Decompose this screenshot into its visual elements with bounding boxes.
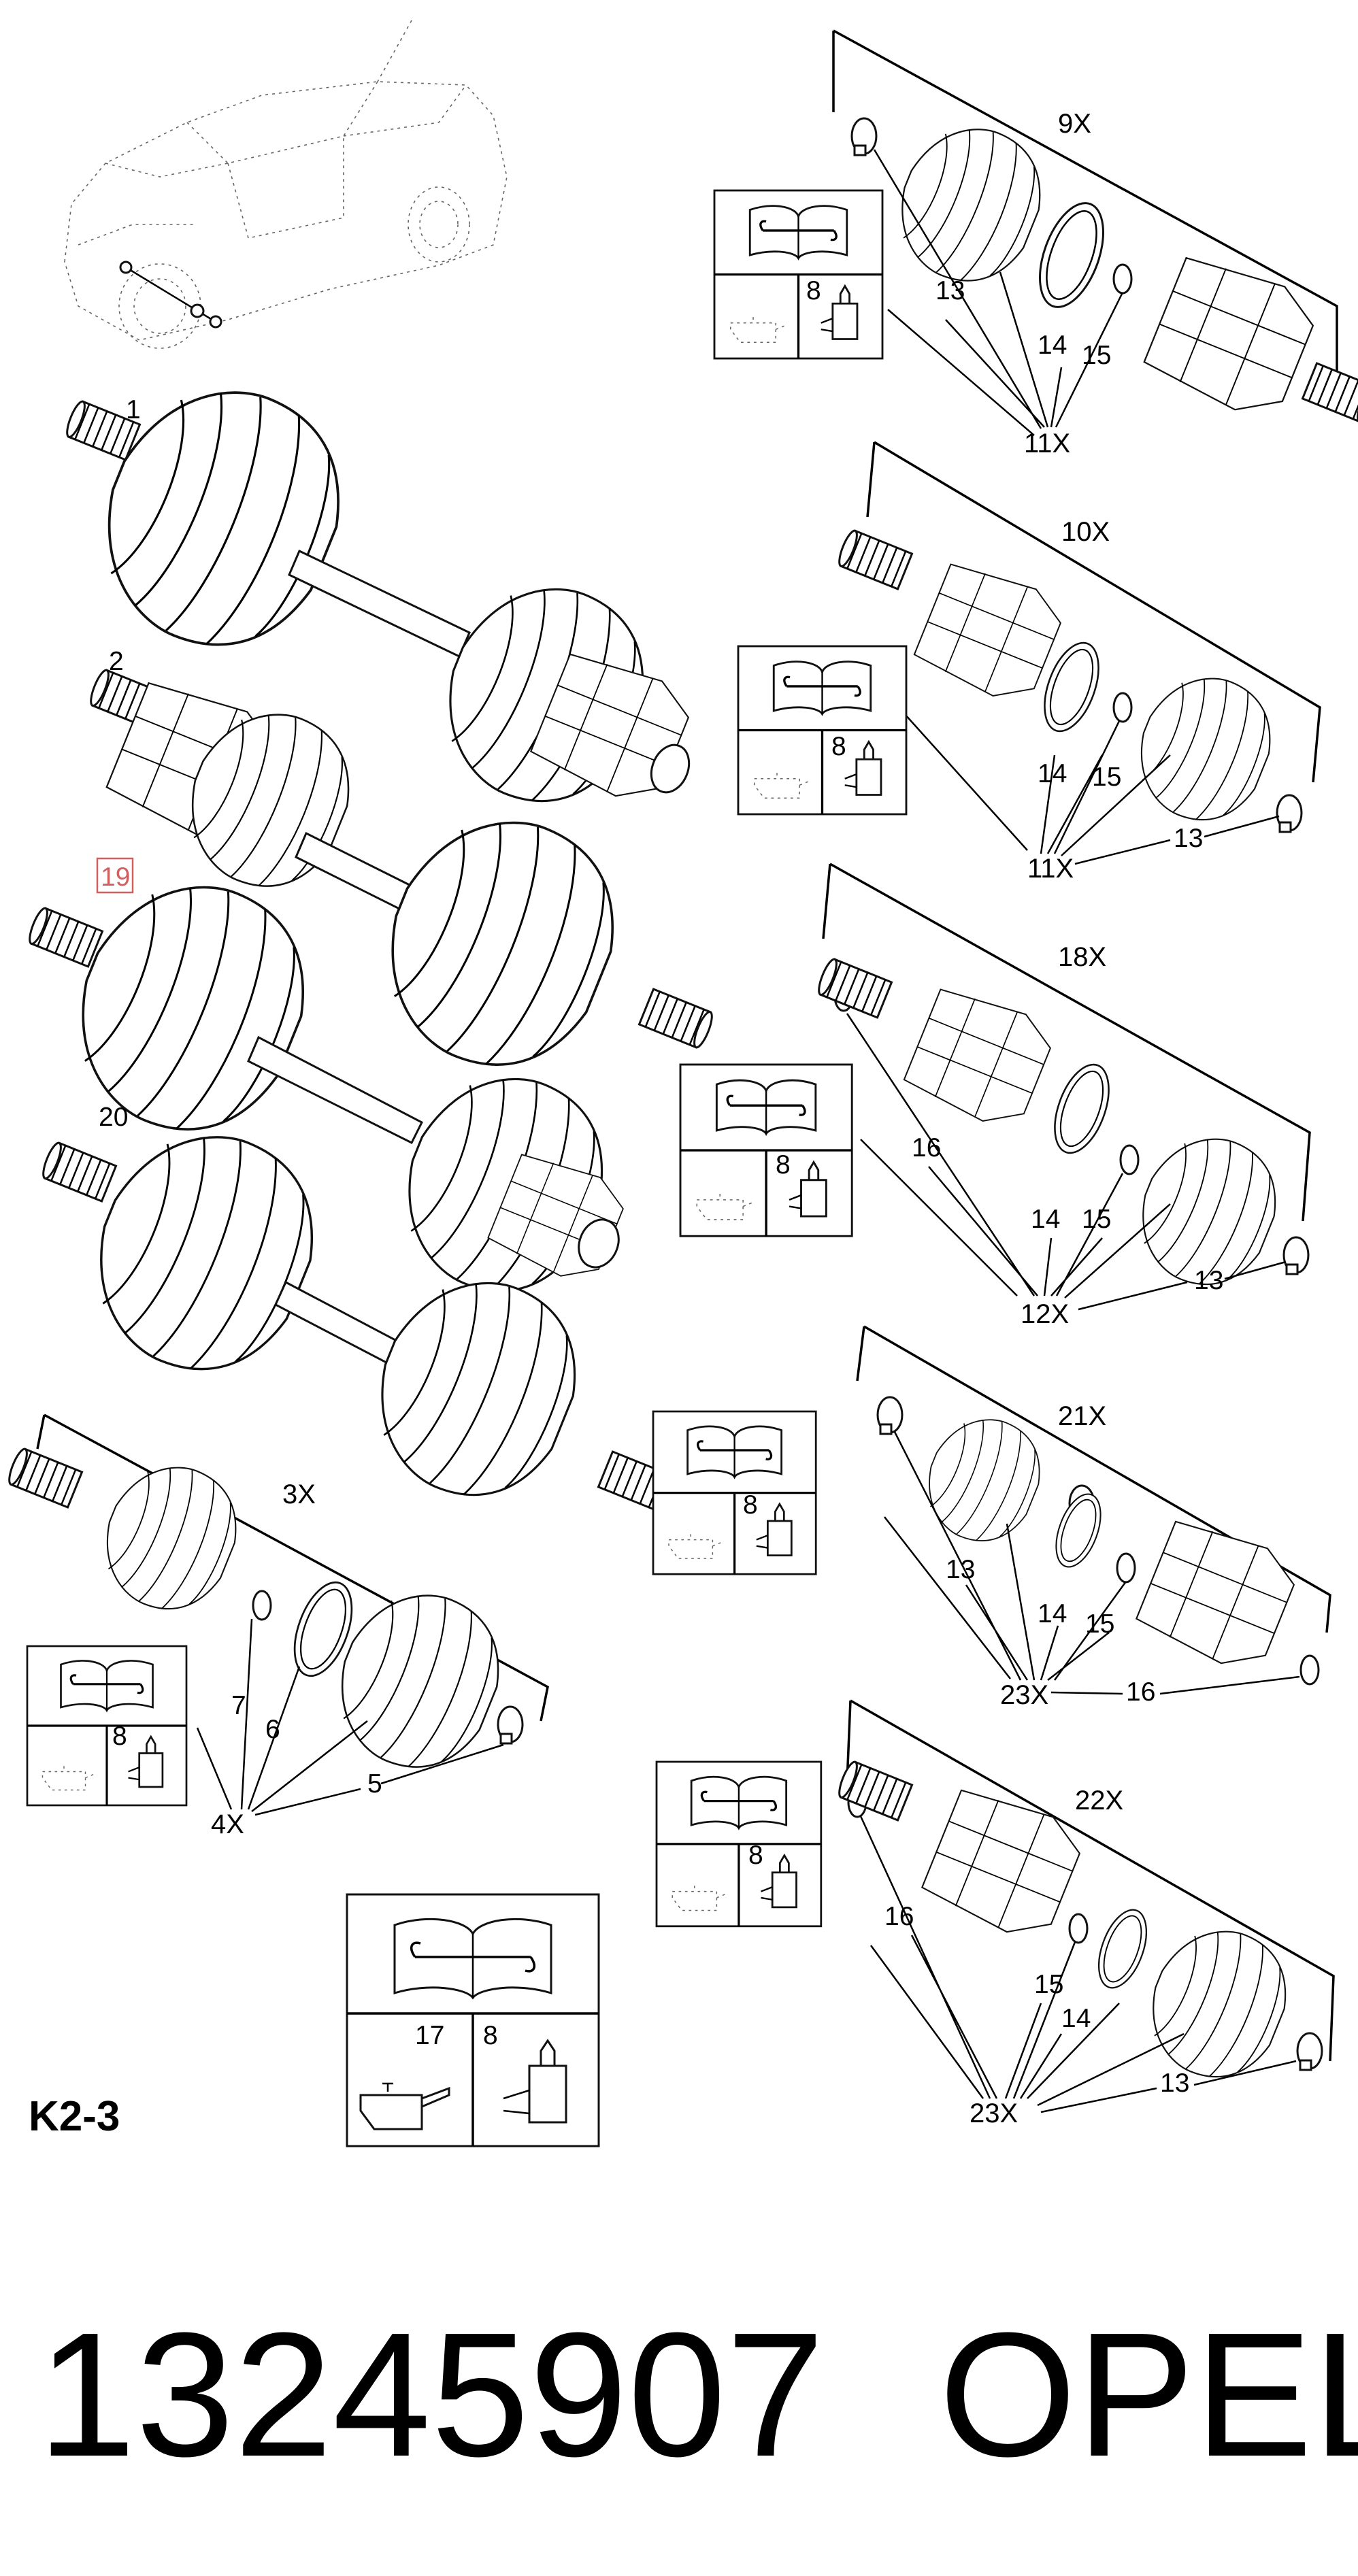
label-22x: 22X — [1075, 1786, 1123, 1816]
driveshaft-20[interactable]: 20 — [39, 1103, 676, 1523]
kit-21x[interactable]: 21X 13 14 15 16 23X — [856, 1325, 1331, 1710]
label-14: 14 — [1031, 1205, 1060, 1234]
driveshaft-1[interactable]: 1 — [63, 356, 699, 829]
kit-22x[interactable]: 22X 16 15 14 13 23X — [835, 1699, 1335, 2128]
label-6: 6 — [265, 1715, 280, 1744]
label-13: 13 — [935, 276, 965, 305]
label-15: 15 — [1085, 1609, 1114, 1639]
label-4x: 4X — [211, 1809, 244, 1839]
label-19: 19 — [101, 863, 130, 892]
kit-9x[interactable]: 9X 13 14 15 11X — [832, 29, 1358, 458]
service-box-4x: 8 — [26, 1645, 188, 1807]
label-7: 7 — [231, 1691, 246, 1720]
label-13: 13 — [1174, 824, 1203, 853]
label-11x-b: 11X — [1027, 854, 1074, 884]
brand-name: OPEL — [939, 2296, 1358, 2494]
service-box-4x-number: 8 — [112, 1722, 127, 1751]
service-box-11x-a: 8 — [713, 189, 884, 360]
service-box-12x-number: 8 — [776, 1150, 791, 1180]
label-13: 13 — [946, 1555, 975, 1584]
label-14: 14 — [1061, 2004, 1091, 2033]
driveshaft-2[interactable]: 2 — [86, 647, 716, 1097]
label-13: 13 — [1194, 1266, 1223, 1295]
service-box-main-oil-number: 17 — [415, 2021, 444, 2050]
label-21x: 21X — [1058, 1401, 1106, 1431]
group-code: K2-3 — [29, 2093, 120, 2140]
driveshaft-19[interactable]: 19 — [25, 852, 632, 1319]
service-box-11x-b: 8 — [737, 645, 908, 816]
label-14: 14 — [1038, 331, 1067, 360]
vehicle-illustration — [64, 20, 508, 349]
label-18x: 18X — [1058, 942, 1106, 972]
label-16: 16 — [1126, 1677, 1155, 1707]
service-box-23x-a-number: 8 — [743, 1490, 758, 1520]
service-box-23x-b: 8 — [655, 1760, 823, 1928]
label-13: 13 — [1160, 2069, 1189, 2098]
label-1: 1 — [126, 395, 141, 424]
label-3x: 3X — [282, 1479, 316, 1509]
label-9x: 9X — [1058, 109, 1091, 139]
label-10x: 10X — [1061, 517, 1110, 547]
label-5: 5 — [367, 1769, 382, 1799]
label-12x: 12X — [1021, 1299, 1069, 1329]
service-box-12x: 8 — [679, 1063, 853, 1237]
label-20: 20 — [99, 1103, 128, 1132]
service-box-11x-a-number: 8 — [806, 276, 821, 305]
service-box-23x-a: 8 — [652, 1410, 817, 1575]
service-box-main-tool-number: 8 — [483, 2021, 498, 2050]
service-box-11x-b-number: 8 — [831, 732, 846, 761]
kit-3x[interactable]: 3X 7 6 5 4X — [5, 1414, 549, 1839]
label-15: 15 — [1082, 1205, 1111, 1234]
service-box-main: 17 8 — [346, 1893, 600, 2147]
part-number: 13245907 — [37, 2296, 825, 2494]
label-16: 16 — [884, 1902, 914, 1931]
kit-18x[interactable]: 18X 16 14 15 13 12X — [814, 863, 1311, 1329]
label-23x-b: 23X — [970, 2098, 1018, 2128]
kit-10x[interactable]: 10X 14 15 13 11X — [835, 441, 1321, 884]
label-23x-a: 23X — [1000, 1680, 1048, 1710]
service-box-23x-b-number: 8 — [748, 1841, 763, 1870]
label-2: 2 — [109, 647, 124, 676]
label-14: 14 — [1038, 1599, 1067, 1628]
